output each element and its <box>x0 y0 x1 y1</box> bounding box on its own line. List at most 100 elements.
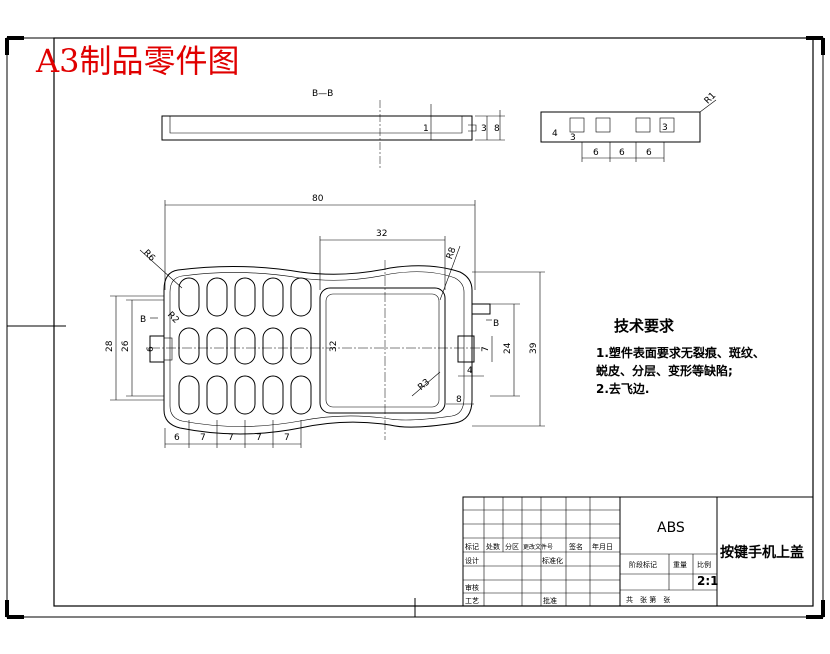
tb-label: 分区 <box>505 542 519 551</box>
dim-key-pitch: 7 <box>256 433 262 443</box>
scale-text: 2:1 <box>697 574 719 588</box>
section-view: B—B 1 3 8 <box>161 89 505 170</box>
key-slot <box>262 277 284 317</box>
dim-key-pitch: 7 <box>228 433 234 443</box>
part-name-text: 按键手机上盖 <box>720 544 804 561</box>
requirement-line: 1.塑件表面要求无裂痕、斑纹、 <box>596 345 765 360</box>
dim-height-inner: 26 <box>121 340 131 352</box>
key-slot <box>206 277 228 317</box>
dim-left-slot: 6 <box>146 346 156 352</box>
section-label: B—B <box>312 89 333 99</box>
tb-label: 阶段标记 <box>629 560 657 569</box>
dim-radius-corner: R1 <box>703 91 719 107</box>
material-text: ABS <box>657 520 685 536</box>
title-block-frame <box>462 496 814 607</box>
key-slot <box>234 375 256 415</box>
technical-requirements: 技术要求 1.塑件表面要求无裂痕、斑纹、 蜕皮、分层、变形等缺陷; 2.去飞边. <box>596 317 765 396</box>
key-slot <box>178 375 200 415</box>
body-outline <box>163 265 473 435</box>
tb-label: 批准 <box>543 596 557 605</box>
tb-label: 设计 <box>465 556 479 565</box>
dim-screen-width: 32 <box>376 229 387 239</box>
dim-section-depth: 3 <box>481 124 487 134</box>
dim-section-height: 8 <box>494 124 500 134</box>
dim-pitch: 6 <box>646 148 652 158</box>
tb-label: 比例 <box>697 560 711 569</box>
right-tab <box>471 303 491 315</box>
detail-slot <box>569 117 585 133</box>
dim-slot-depth: 4 <box>467 366 473 376</box>
leader-line <box>139 249 183 289</box>
left-tab-inner <box>163 337 173 361</box>
dim-detail-h1: 4 <box>552 129 558 139</box>
key-slot <box>178 327 200 365</box>
inner-frame <box>53 37 814 607</box>
section-inner <box>169 116 463 134</box>
dim-overall-height: 39 <box>529 342 539 354</box>
key-slot <box>290 327 312 365</box>
dim-detail-h2: 3 <box>570 133 576 143</box>
section-outline <box>161 115 473 141</box>
key-slot <box>290 375 312 415</box>
plan-view: 80 32 6 B <box>105 194 545 448</box>
detail-slot <box>659 117 675 133</box>
dim-screen-height: 32 <box>329 341 339 352</box>
key-slot <box>262 327 284 365</box>
tb-label: 签名 <box>569 542 583 551</box>
section-mark-left: B <box>140 315 146 325</box>
key-slot <box>234 327 256 365</box>
key-slot <box>206 327 228 365</box>
tb-label: 年月日 <box>592 542 613 551</box>
requirement-line: 蜕皮、分层、变形等缺陷; <box>596 363 733 378</box>
screen-window <box>319 287 446 414</box>
tb-label: 标准化 <box>542 556 563 565</box>
dim-key-pitch: 6 <box>174 433 180 443</box>
body-inner <box>169 271 465 427</box>
detail-outline <box>540 111 701 143</box>
tb-label: 处数 <box>486 542 500 551</box>
screen-window-inner <box>325 293 440 408</box>
tb-label: 工艺 <box>465 597 479 605</box>
detail-slot <box>595 117 611 133</box>
dim-pitch: 6 <box>619 148 625 158</box>
section-mark-right: B <box>493 319 499 329</box>
corner-mark <box>806 600 825 619</box>
dim-overall-length: 80 <box>312 194 324 204</box>
dim-radius-top-right: R8 <box>445 246 459 261</box>
dim-radius-top-left: R6 <box>141 248 157 264</box>
key-slot <box>206 375 228 415</box>
leader-line <box>411 371 441 397</box>
key-slot <box>290 277 312 317</box>
dim-right-tab2: 7 <box>481 346 491 352</box>
dim-height-outer: 28 <box>105 340 115 352</box>
tb-label: 审核 <box>465 583 479 592</box>
dim-radius-small: R2 <box>165 310 181 326</box>
leader-line <box>699 99 717 113</box>
tb-label: 标记 <box>465 542 479 551</box>
key-slot <box>262 375 284 415</box>
key-slot <box>234 277 256 317</box>
dim-right-tab: 24 <box>503 342 513 354</box>
tb-label: 更改文件号 <box>523 543 553 551</box>
tb-label: 共 张 第 张 <box>626 595 670 604</box>
detail-view: R1 4 3 3 6 6 6 <box>540 91 719 162</box>
leader-line <box>439 245 461 301</box>
dim-tab-len: 8 <box>456 395 462 405</box>
corner-mark <box>806 36 825 55</box>
dim-key-pitch: 7 <box>200 433 206 443</box>
requirement-line: 2.去飞边. <box>596 381 649 396</box>
sheet-title: A3制品零件图 <box>35 42 239 80</box>
key-slot <box>178 277 200 317</box>
corner-mark <box>5 36 24 55</box>
requirements-heading: 技术要求 <box>614 317 675 335</box>
outer-border <box>6 37 824 618</box>
dim-detail-h3: 3 <box>662 123 668 133</box>
section-step <box>468 124 477 132</box>
corner-mark <box>5 600 24 619</box>
dim-section-thickness: 1 <box>423 124 429 134</box>
dim-key-pitch: 7 <box>284 433 290 443</box>
tb-label: 重量 <box>673 561 687 569</box>
title-block: ABS 按键手机上盖 2:1 标记 处数 分区 更改文件号 签名 年月日 设计 … <box>462 496 814 607</box>
right-slot <box>457 335 475 363</box>
